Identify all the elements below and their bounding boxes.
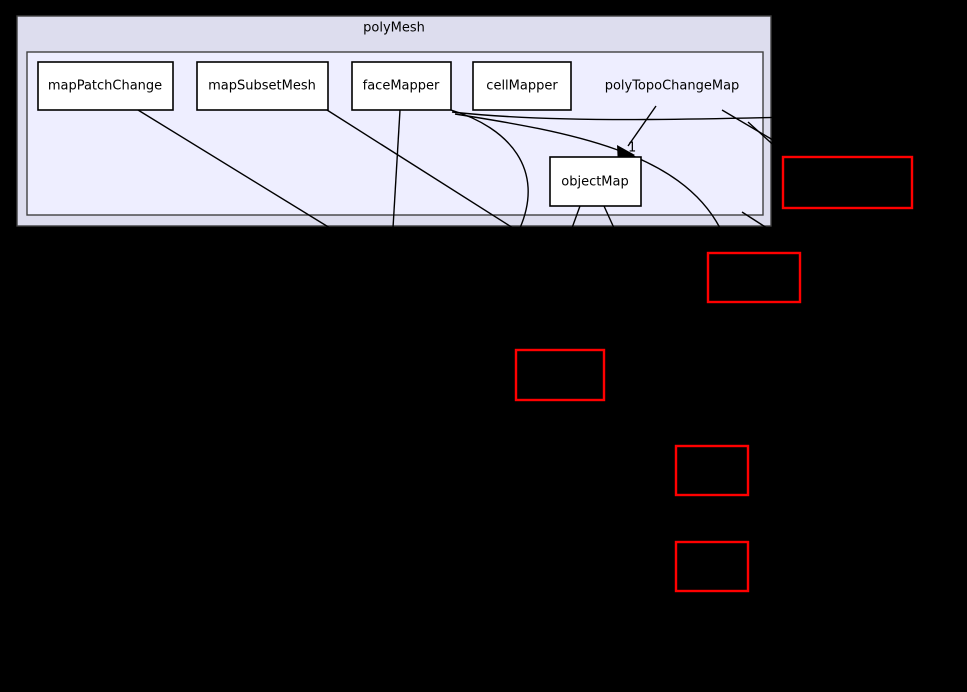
- edge-labels-group: 1: [628, 141, 636, 156]
- node-faceMapper-box[interactable]: [351, 61, 452, 111]
- node-cellMapper[interactable]: cellMapper: [472, 61, 572, 111]
- node-cellMapper-label: cellMapper: [486, 79, 558, 94]
- edge-arrow-to-objectMap: [627, 105, 657, 147]
- node-mapSubsetMesh-box[interactable]: [196, 61, 329, 111]
- cluster-group: polyMesh polyTopoChangeMap: [16, 15, 772, 227]
- edge-objectMap-down-b: [603, 205, 615, 229]
- edge-bottom-right: [741, 211, 771, 231]
- node-cellMapper-box[interactable]: [472, 61, 572, 111]
- edge-mapSubsetMesh-down: [326, 109, 514, 229]
- red-node-3-box[interactable]: [514, 348, 606, 402]
- node-objectMap-box[interactable]: [549, 156, 642, 207]
- red-node-4-box[interactable]: [674, 444, 750, 497]
- cluster-polytopochangemap-label: polyTopoChangeMap: [605, 79, 740, 94]
- edge-cellMapper-curve-b: [454, 113, 721, 229]
- edge-cellMapper-curve-a: [451, 111, 967, 121]
- node-faceMapper[interactable]: faceMapper: [351, 61, 452, 111]
- node-faceMapper-label: faceMapper: [363, 79, 440, 94]
- edge-mapPatchChange-down: [137, 109, 331, 229]
- edge-right-in-b: [747, 121, 791, 161]
- edge-faceMapper-curve: [450, 109, 529, 229]
- node-objectMap-label: objectMap: [561, 175, 629, 190]
- cluster-polymesh-label: polyMesh: [363, 21, 425, 36]
- node-objectMap[interactable]: objectMap: [549, 156, 642, 207]
- edges-group: [137, 105, 967, 231]
- node-mapSubsetMesh[interactable]: mapSubsetMesh: [196, 61, 329, 111]
- edge-faceMapper-down: [392, 109, 401, 229]
- red-nodes-group: [514, 155, 914, 593]
- red-node-1-box[interactable]: [781, 155, 914, 210]
- node-mapPatchChange-box[interactable]: [37, 61, 174, 111]
- node-mapPatchChange[interactable]: mapPatchChange: [37, 61, 174, 111]
- node-mapSubsetMesh-label: mapSubsetMesh: [208, 79, 316, 94]
- edge-objectMap-down-a: [571, 205, 581, 229]
- node-mapPatchChange-label: mapPatchChange: [48, 79, 162, 94]
- edge-label-multiplicity: 1: [628, 141, 636, 156]
- red-node-5-box[interactable]: [674, 540, 750, 593]
- red-node-2-box[interactable]: [706, 251, 802, 304]
- nodes-group: mapPatchChange mapSubsetMesh faceMapper …: [37, 61, 642, 207]
